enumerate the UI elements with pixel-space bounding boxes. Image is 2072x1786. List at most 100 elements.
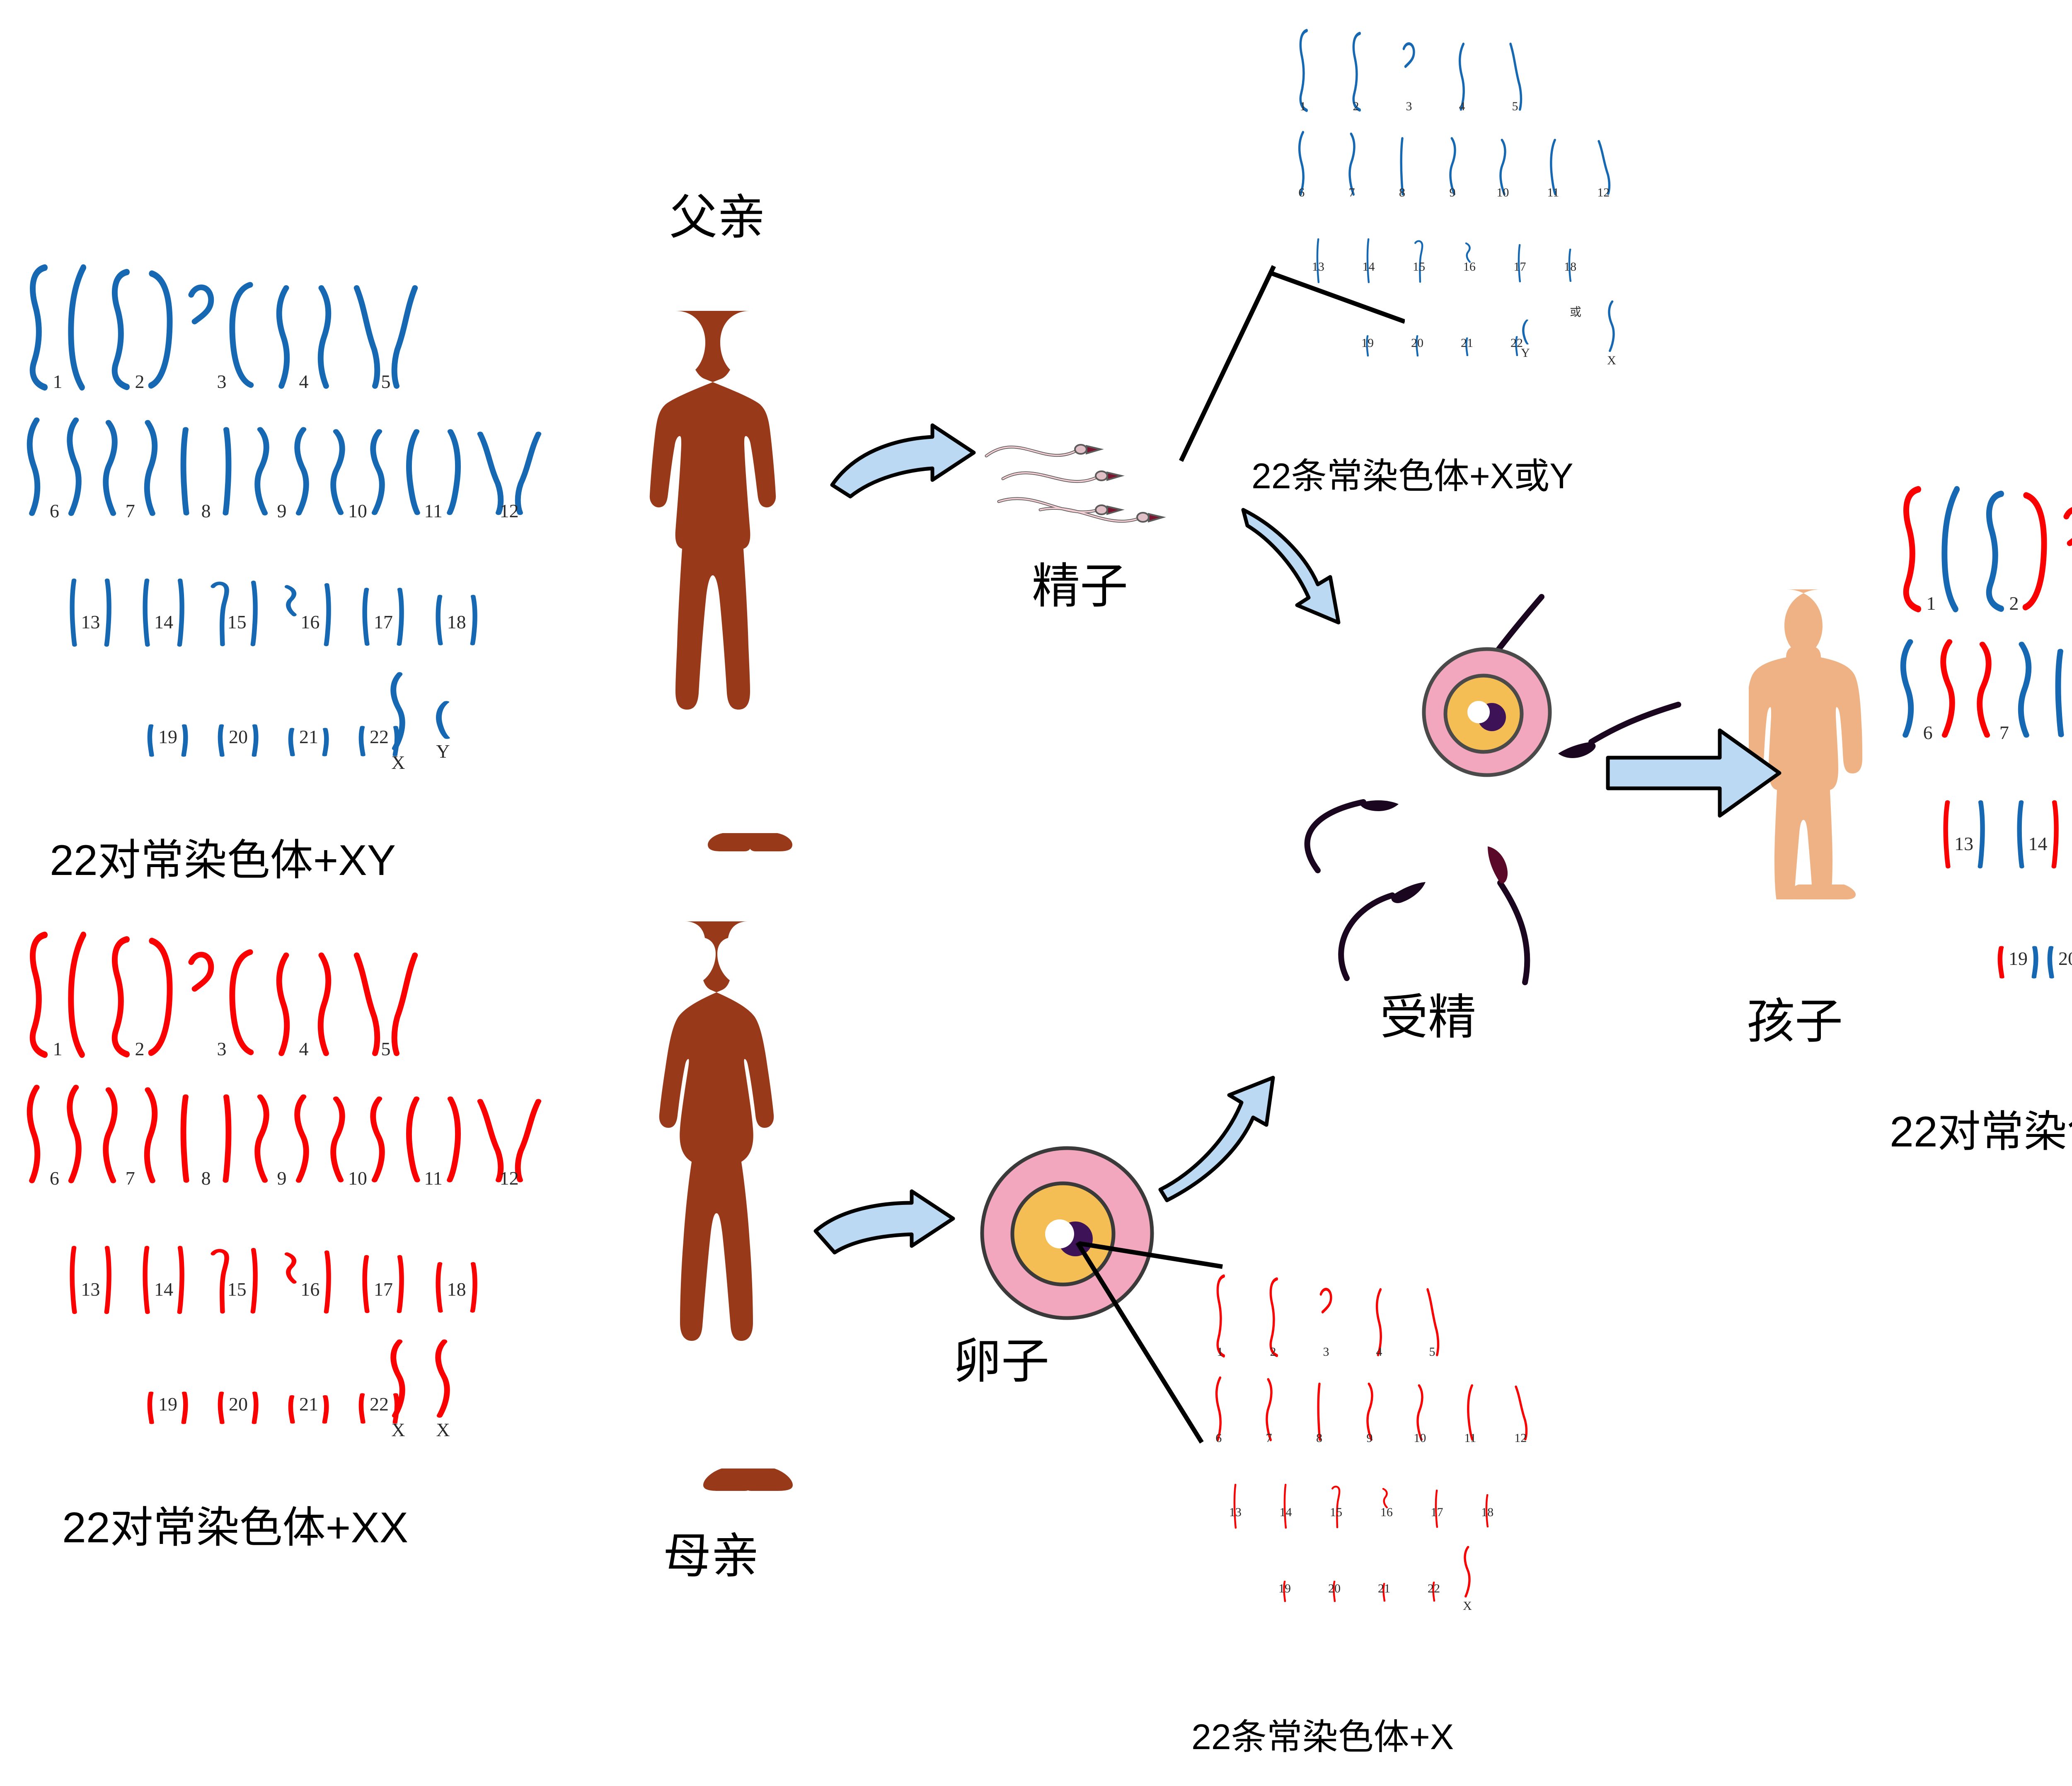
mother-figure (657, 918, 839, 1494)
sex-chromosome-y-0: Y (1517, 320, 1534, 359)
chromosome-group-1 (1211, 1274, 1229, 1358)
chromosome-group-14 (1278, 1483, 1293, 1529)
chromosome-number-1: 1 (53, 1038, 63, 1060)
chromosome-group-8 (1394, 137, 1411, 196)
arrow-egg-to-zygote (1144, 1049, 1310, 1206)
chromosome-group-5 (1423, 1288, 1441, 1357)
chromosome-group-10 (320, 429, 395, 515)
chromosome-group-8 (2043, 648, 2072, 737)
sperm-cluster (974, 406, 1264, 555)
chromosome-number-19: 19 (158, 726, 177, 748)
chromosome-group-20 (1410, 330, 1424, 356)
chromosome-number-11: 11 (1547, 185, 1559, 199)
chromosome-number-5: 5 (1512, 99, 1518, 114)
chromosome-group-12 (472, 431, 547, 515)
chromosome-number-12: 12 (1514, 1431, 1527, 1445)
chromosome-group-11 (396, 1096, 471, 1183)
chromosome-group-4 (1370, 1288, 1388, 1357)
chromosome-group-6 (1293, 131, 1310, 196)
chromosome-number-3: 3 (217, 1038, 227, 1060)
chromosome-group-7 (93, 1087, 167, 1183)
chromosome-group-13 (1934, 800, 1995, 869)
chromosome-number-10: 10 (348, 500, 367, 521)
chromosome-group-8 (1311, 1382, 1328, 1441)
chromosome-number-3: 3 (1406, 99, 1412, 114)
chromosome-group-15 (1412, 240, 1426, 283)
chromosome-group-18 (1480, 1494, 1494, 1528)
chromosome-group-11 (396, 429, 471, 515)
chromosome-number-1: 1 (1926, 593, 1936, 614)
chromosome-number-6: 6 (1923, 722, 1933, 743)
chromosome-group-1 (20, 264, 95, 391)
chromosome-group-3 (1317, 1285, 1335, 1357)
mother-karyotype-caption: 22对常染色体+XX (62, 1504, 409, 1552)
chromosome-group-20 (208, 1384, 269, 1424)
chromosome-group-21 (278, 1389, 339, 1424)
chromosome-number-21: 21 (299, 1393, 318, 1415)
chromosome-number-10: 10 (1414, 1431, 1426, 1445)
chromosome-number-18: 18 (447, 1278, 466, 1300)
chromosome-group-18 (1563, 249, 1577, 282)
egg-cell (972, 1138, 1162, 1328)
chromosome-group-17 (1430, 1490, 1444, 1528)
chromosome-number-13: 13 (81, 1278, 100, 1300)
chromosome-group-19 (137, 717, 198, 757)
chromosome-number-18: 18 (1564, 259, 1577, 274)
chromosome-number-15: 15 (1330, 1505, 1343, 1519)
chromosome-group-9 (244, 427, 319, 516)
child-label: 孩子 (1747, 994, 1843, 1048)
chromosome-group-15 (1329, 1485, 1343, 1529)
chromosome-number-13: 13 (1954, 833, 1974, 854)
chromosome-number-5: 5 (1429, 1345, 1435, 1359)
chromosome-group-20 (1327, 1575, 1341, 1602)
chromosome-group-15 (206, 1248, 267, 1314)
fertilization-group (1227, 580, 1682, 995)
chromosome-number-3: 3 (2055, 594, 2072, 619)
chromosome-group-11 (1462, 1384, 1479, 1441)
chromosome-group-17 (1513, 244, 1527, 283)
chromosome-number-22: 22 (1510, 336, 1523, 350)
chromosome-group-1 (1894, 486, 1968, 613)
chromosome-number-4: 4 (1459, 99, 1465, 114)
chromosome-number-7: 7 (125, 1167, 135, 1189)
chromosome-group-2 (102, 269, 177, 390)
chromosome-number-21: 21 (1461, 336, 1473, 350)
chromosome-group-5 (349, 952, 423, 1056)
arrow-mother-to-egg (812, 1173, 995, 1272)
chromosome-group-9 (1444, 137, 1461, 196)
chromosome-group-20 (2037, 938, 2072, 979)
arrow-sperm-to-zygote (1235, 502, 1380, 638)
chromosome-number-7: 7 (1266, 1431, 1272, 1445)
chromosome-group-9 (1361, 1382, 1378, 1441)
sex-chromosome-x-1: X (426, 1339, 460, 1439)
chromosome-number-14: 14 (1362, 259, 1375, 274)
chromosome-group-14 (2007, 800, 2068, 869)
chromosome-number-13: 13 (1229, 1505, 1242, 1519)
chromosome-number-19: 19 (1361, 336, 1374, 350)
chromosome-number-20: 20 (2058, 948, 2072, 969)
chromosome-group-1 (1294, 29, 1312, 112)
chromosome-group-16 (1462, 241, 1477, 283)
chromosome-group-2 (1264, 1277, 1282, 1357)
chromosome-number-7: 7 (125, 500, 135, 521)
chromosome-group-17 (353, 587, 414, 646)
sperm-karyotype-caption: 22条常染色体+X或Y (1251, 456, 1573, 496)
chromosome-number-12: 12 (1597, 185, 1610, 199)
chromosome-number-16: 16 (1463, 259, 1476, 274)
chromosome-number-2: 2 (135, 1038, 145, 1060)
chromosome-group-20 (208, 717, 269, 757)
chromosome-number-14: 14 (2028, 833, 2048, 854)
chromosome-number-9: 9 (1449, 185, 1456, 199)
chromosome-group-4 (266, 285, 341, 389)
chromosome-group-3 (184, 281, 259, 388)
chromosome-group-19 (1360, 330, 1375, 356)
chromosome-number-14: 14 (1279, 1505, 1292, 1519)
sperm-label: 精子 (1032, 559, 1128, 613)
chromosome-number-4: 4 (1376, 1345, 1382, 1359)
chromosome-number-22: 22 (370, 726, 389, 748)
chromosome-number-2: 2 (135, 371, 145, 393)
sex-or-separator: 或 (1570, 305, 1582, 318)
